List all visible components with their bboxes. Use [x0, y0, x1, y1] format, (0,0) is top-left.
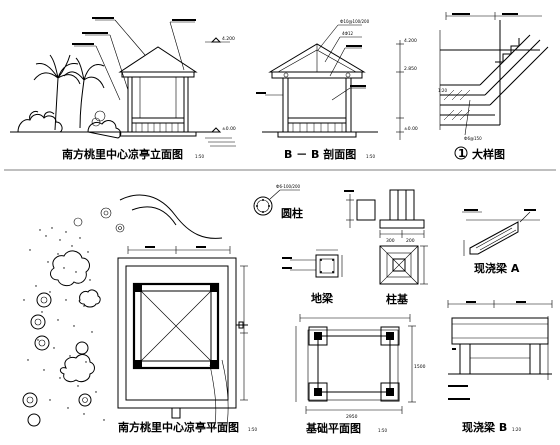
pavilion-plan: [117, 257, 237, 419]
section-note-a: Ф10@100/200: [340, 19, 370, 24]
path-edge-right: [209, 364, 217, 431]
pavilion-elevation: [10, 46, 220, 137]
stair-detail-drawing: Ф6@150 1:20 1 大样图: [438, 12, 549, 161]
shrub-icon: [17, 110, 122, 139]
elevation-leaders: [74, 19, 230, 101]
ground-beam-title: 地梁: [311, 291, 334, 305]
section-note-b: 4Ф12: [342, 31, 354, 36]
section-title: B － B 剖面图: [284, 147, 356, 161]
palm-tree-icon: [33, 54, 105, 131]
column-detail: Ф6-100/200 圆柱: [253, 184, 303, 220]
detail-scale-left: 1:20: [438, 88, 447, 93]
plan-drawing: 南方桃里中心凉亭平面图 1:50: [22, 194, 257, 434]
foundation-scale: 1:50: [378, 428, 387, 433]
elevation-scale: 1:50: [195, 154, 204, 159]
section-height-top: 4.200: [404, 38, 417, 44]
plan-scale: 1:50: [248, 427, 257, 432]
elevation-height-top: 4.200: [222, 36, 235, 42]
ground-beam-detail: 地梁: [282, 249, 343, 305]
elevation-title: 南方桃里中心凉亭立面图: [62, 147, 183, 161]
beam-b-scale: 1:20: [512, 427, 521, 432]
beam-elevation-b: 现浇梁 B 1:20: [447, 300, 553, 434]
detail-number: 1: [458, 147, 466, 160]
landscape-plants: [23, 227, 105, 421]
footing-pad: [308, 326, 400, 402]
elevation-drawing: 4.200 ±0.00 南方桃里中心凉亭立面图 1:50: [10, 17, 236, 161]
section-scale: 1:50: [366, 154, 375, 159]
plan-title: 南方桃里中心凉亭平面图: [118, 420, 239, 434]
foundation-width: 2950: [346, 414, 358, 420]
tree-symbols: [22, 207, 125, 427]
elevation-note-text: [72, 17, 196, 45]
section-drawing: Ф10@100/200 4Ф12 4.200 2.850 ±0.00 B － B…: [256, 19, 418, 161]
footing-section: 300 200: [344, 189, 425, 244]
plan-dimensions: [127, 246, 248, 401]
cast-beam-a: 现浇梁 A: [462, 209, 540, 275]
base-width-2: 200: [406, 238, 415, 244]
path-edge-upper: [119, 194, 223, 239]
path-edge-inner: [131, 206, 177, 226]
base-width-1: 300: [386, 238, 395, 244]
foundation-title: 基础平面图: [305, 421, 361, 435]
section-height-mid: 2.850: [404, 66, 417, 72]
detail-note: Ф6@150: [464, 136, 482, 141]
column-spec: Ф6-100/200: [276, 184, 301, 189]
elevation-level-mark: 4.200 ±0.00: [205, 36, 236, 147]
detail-title: 大样图: [472, 147, 505, 161]
foundation-plan: 2950 1500 基础平面图 1:50: [295, 314, 426, 435]
shrub-cluster-icon: [50, 250, 101, 383]
section-height-base: ±0.00: [404, 126, 418, 132]
cast-beam-title: 现浇梁 A: [474, 261, 520, 275]
elevation-height-base: ±0.00: [222, 126, 236, 132]
column-base-title: 柱基: [386, 292, 409, 306]
foundation-height: 1500: [414, 364, 426, 370]
beam-b-label: 现浇梁 B: [462, 420, 507, 434]
column-base-plan: 柱基: [379, 245, 428, 306]
column-title: 圆柱: [281, 206, 303, 220]
